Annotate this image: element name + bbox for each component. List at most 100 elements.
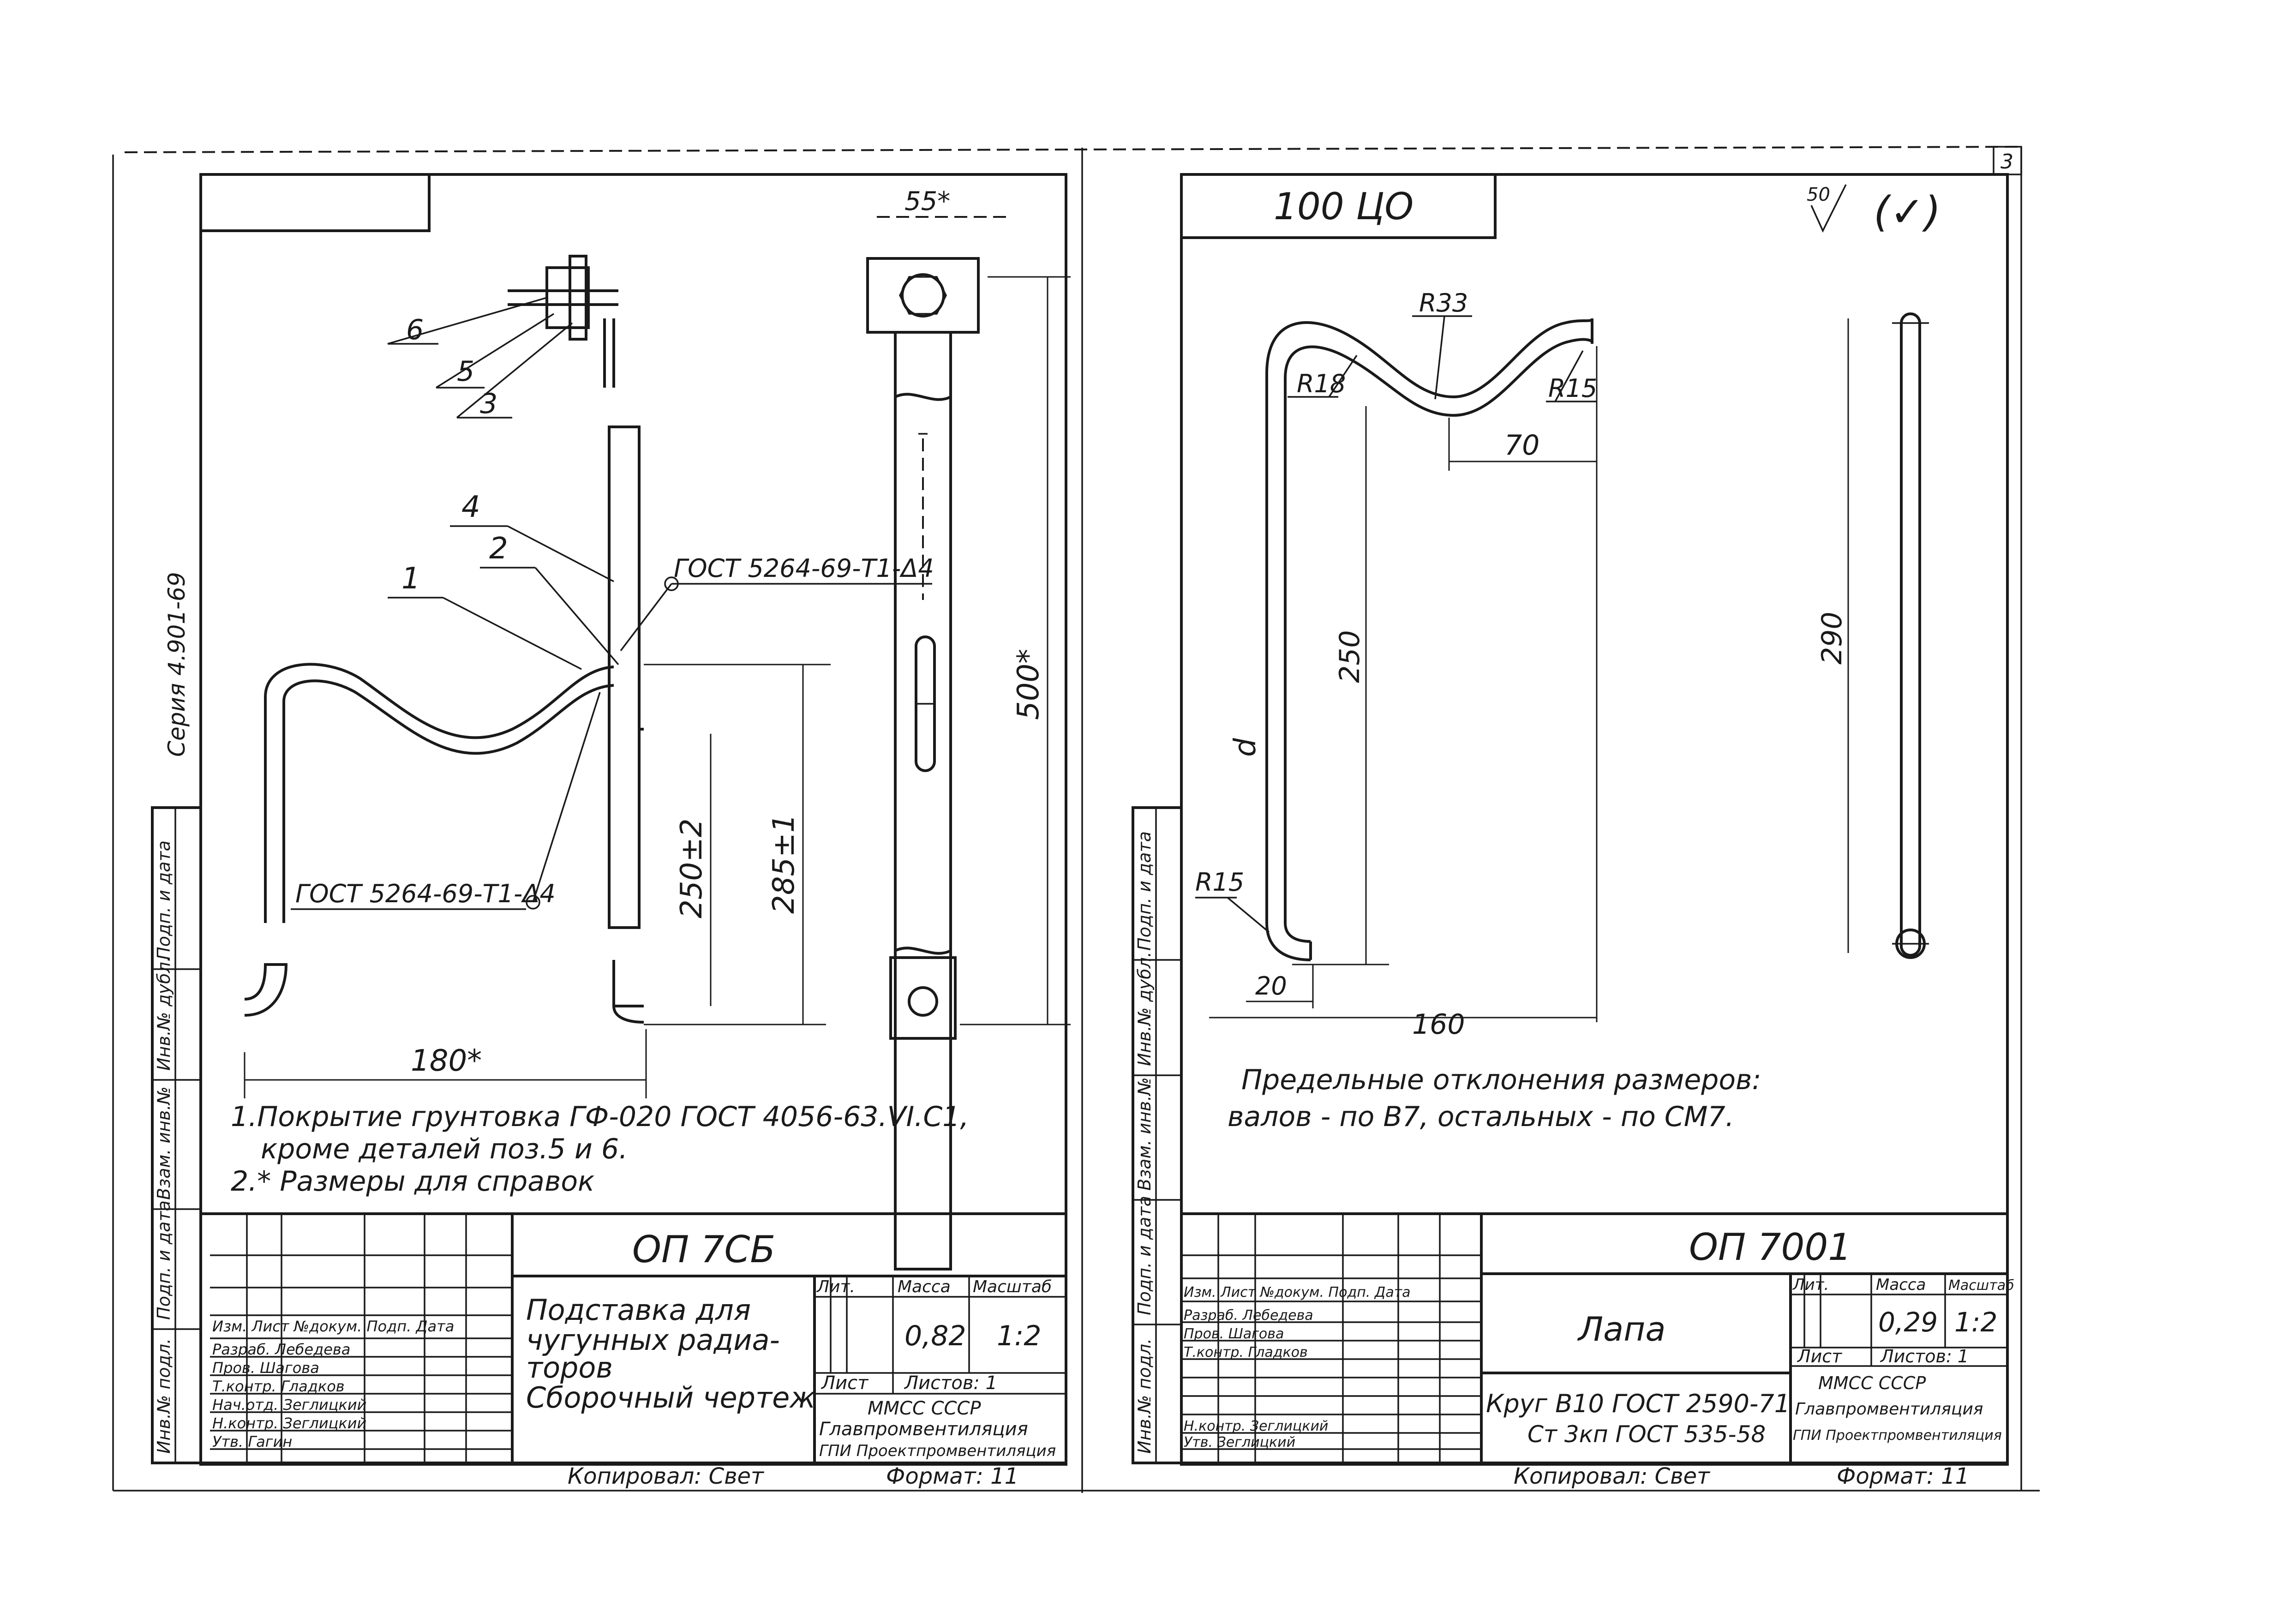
right-mass-value: 0,29 <box>1878 1306 1938 1338</box>
dim-160: 160 <box>1412 1008 1465 1041</box>
left-notes: 1.Покрытие грунтовка ГФ-020 ГОСТ 4056-63… <box>231 1101 969 1198</box>
radius-labels: R33 R18 R15 <box>1288 288 1597 403</box>
right-sheet-frame <box>1180 173 2009 1466</box>
dim-diameter: d <box>1228 738 1263 757</box>
left-tb-row-6: Н.контр. Зеглицкий <box>212 1414 366 1432</box>
right-sheet-label: Лист <box>1797 1346 1843 1366</box>
dim-250: 250±2 <box>675 819 709 919</box>
weld-note-top-text: ГОСТ 5264-69-Т1-Δ4 <box>674 554 934 583</box>
dim-250-right: 250 <box>1334 630 1366 683</box>
left-doc-code: ОП 7СБ <box>632 1228 775 1271</box>
roughness-symbol: 50 (✓) <box>1807 184 1941 236</box>
left-note-2: 2.* Размеры для справок <box>231 1165 594 1198</box>
pos-label-6: 6 <box>406 314 424 346</box>
right-material-line-2: Ст 3кп ГОСТ 535-58 <box>1527 1421 1766 1448</box>
roughness-value: 50 <box>1807 184 1830 205</box>
right-copied-by: Копировал: Свет <box>1514 1463 1711 1489</box>
left-sheet: 55* Серия 4.901-69 6 5 3 <box>112 155 1071 1491</box>
left-name-line-4: Сборочный чертеж <box>526 1381 815 1414</box>
right-tb-row-2: Разраб. Лебедева <box>1184 1307 1313 1324</box>
dim-500: 500* <box>1012 649 1046 720</box>
right-part-name: Лапа <box>1577 1310 1665 1348</box>
dim-r33: R33 <box>1419 288 1468 318</box>
right-tb-row-3: Пров. Шагова <box>1184 1326 1284 1342</box>
left-org-line-1: ММСС СССР <box>868 1398 981 1419</box>
dimensions-left: 500* 285±1 250±2 180* <box>244 276 1071 1098</box>
right-sheet: 3 100 ЦО 50 (✓) R33 R18 <box>1132 146 2022 1491</box>
right-top-stamp-text: 100 ЦО <box>1274 185 1414 228</box>
dim-285: 285±1 <box>767 814 801 914</box>
right-org-line-1: ММСС СССР <box>1818 1373 1926 1393</box>
left-name-line-2: чугунных радиа- <box>526 1323 780 1357</box>
left-sheet-label: Лист <box>821 1372 869 1394</box>
lapa-bar-shape <box>1265 318 1593 961</box>
weld-note-bottom: ГОСТ 5264-69-Т1-Δ4 <box>291 692 601 910</box>
pos-label-2: 2 <box>489 532 508 566</box>
left-org-line-2: Главпромвентиляция <box>819 1419 1028 1440</box>
end-view <box>1892 312 1929 959</box>
left-org-line-3: ГПИ Проектпромвентиляция <box>819 1442 1056 1460</box>
right-sheets-label: Листов: 1 <box>1880 1346 1969 1366</box>
left-tb-row-1: Изм. Лист №докум. Подп. Дата <box>212 1318 454 1335</box>
left-col-scale: Масштаб <box>973 1277 1052 1296</box>
left-title-block: ОП 7СБ Подставка для чугунных радиа- тор… <box>199 1212 1067 1464</box>
right-sheet-number: 3 <box>2001 150 2013 174</box>
left-tb-row-4: Т.контр. Гладков <box>212 1378 345 1395</box>
right-scale-value: 1:2 <box>1954 1306 1997 1338</box>
left-note-1: 1.Покрытие грунтовка ГФ-020 ГОСТ 4056-63… <box>231 1101 969 1133</box>
right-format: Формат: 11 <box>1837 1463 1969 1489</box>
left-side-label-5: Инв.№ подл. <box>154 1338 174 1454</box>
right-col-lit: Лит. <box>1792 1276 1829 1294</box>
right-side-label-3: Взам. инв.№ <box>1134 1077 1155 1191</box>
bent-bar-detail <box>244 663 644 1024</box>
right-org-line-3: ГПИ Проектпромвентиляция <box>1793 1427 2002 1444</box>
right-note-1: Предельные отклонения размеров: <box>1241 1064 1761 1096</box>
dim-180: 180* <box>411 1044 482 1078</box>
left-note-1b: кроме деталей поз.5 и 6. <box>261 1133 628 1165</box>
right-material-line-1: Круг В10 ГОСТ 2590-71 <box>1486 1389 1790 1418</box>
dim-r15-top: R15 <box>1548 374 1597 403</box>
pos-label-4: 4 <box>461 490 480 524</box>
left-side-label-4: Подп. и дата <box>154 1200 174 1320</box>
left-scale-value: 1:2 <box>997 1320 1042 1352</box>
left-top-stamp <box>201 174 431 232</box>
left-tb-row-3: Пров. Шагова <box>212 1359 319 1377</box>
dim-70: 70 <box>1504 429 1539 461</box>
right-side-label-2: Инв.№ дубл. <box>1134 952 1155 1066</box>
right-tb-row-4: Т.контр. Гладков <box>1184 1344 1308 1360</box>
right-side-stamp: Подп. и дата Инв.№ дубл. Взам. инв.№ Под… <box>1132 806 1183 1464</box>
left-name-line-1: Подставка для <box>526 1293 751 1327</box>
left-side-label-2: Инв.№ дубл. <box>154 956 174 1071</box>
left-mass-value: 0,82 <box>904 1320 966 1352</box>
left-sheets-label: Листов: 1 <box>904 1372 997 1394</box>
right-side-label-4: Подп. и дата <box>1134 1196 1155 1315</box>
left-tb-row-7: Утв. Гагин <box>212 1433 292 1450</box>
right-side-label-1: Подп. и дата <box>1134 831 1155 951</box>
left-format: Формат: 11 <box>886 1463 1018 1489</box>
dim-20: 20 <box>1255 971 1287 1001</box>
weld-note-bottom-text: ГОСТ 5264-69-Т1-Δ4 <box>295 879 556 908</box>
pos-label-5: 5 <box>457 355 474 388</box>
weld-note-top: ГОСТ 5264-69-Т1-Δ4 <box>620 554 934 652</box>
position-leaders: 4 2 1 <box>388 490 619 670</box>
page-trim-lines <box>113 146 2040 1493</box>
vertical-plate <box>608 425 644 929</box>
right-side-label-5: Инв.№ подл. <box>1134 1338 1155 1454</box>
left-top-right-mark: 55* <box>904 186 950 216</box>
right-title-block: ОП 7001 Лапа Лит. Масса Масштаб 0,29 1:2… <box>1180 1212 2014 1464</box>
roughness-paren: (✓) <box>1874 188 1941 236</box>
series-label: Серия 4.901-69 <box>163 572 190 757</box>
dim-r18: R18 <box>1297 369 1346 398</box>
left-side-label-3: Взам. инв.№ <box>154 1086 174 1200</box>
right-tb-row-6: Утв. Зеглицкий <box>1184 1434 1295 1450</box>
right-col-mass: Масса <box>1876 1276 1926 1294</box>
right-note-2: валов - по В7, остальных - по СМ7. <box>1228 1101 1734 1133</box>
pos-label-3: 3 <box>480 388 497 420</box>
dim-r15-bottom: R15 <box>1195 868 1244 897</box>
pos-label-1: 1 <box>401 562 420 596</box>
left-side-label-1: Подп. и дата <box>154 840 174 960</box>
right-col-scale: Масштаб <box>1948 1277 2014 1294</box>
left-name-line-3: торов <box>526 1351 613 1384</box>
bolt-assembly-detail: 6 5 3 <box>387 255 618 420</box>
